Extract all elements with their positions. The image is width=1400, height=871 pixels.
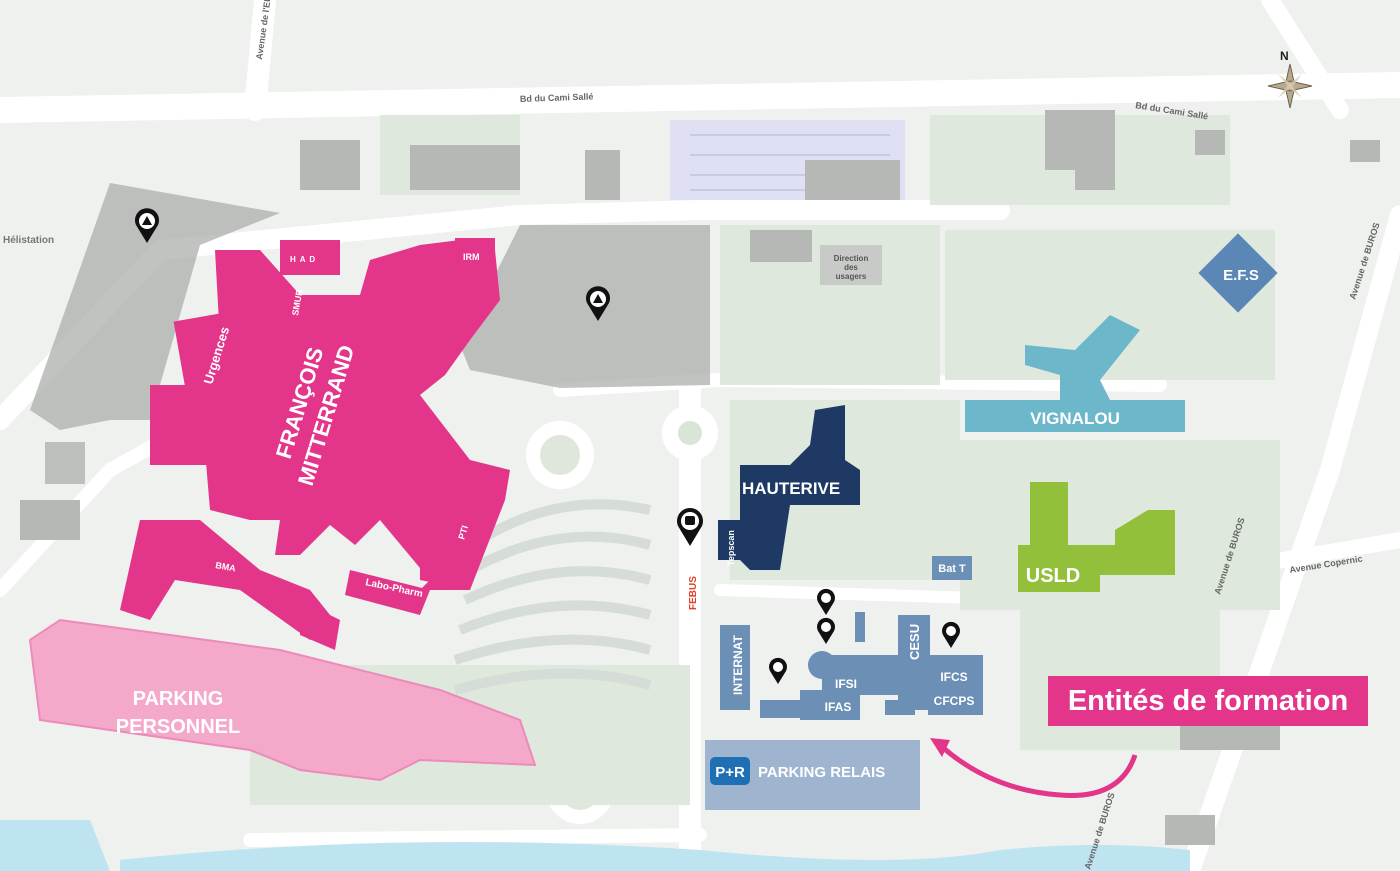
label-usld: USLD: [1026, 565, 1080, 587]
label-cfcps: CFCPS: [934, 694, 975, 708]
accessibility-pin-icon[interactable]: [942, 621, 960, 648]
label-tepscan: Tepscan: [726, 530, 736, 566]
accessibility-pin-icon[interactable]: [817, 588, 835, 615]
building-vignalou: [965, 315, 1185, 432]
label-cesu: CESU: [907, 624, 922, 660]
building-urgences: [173, 309, 257, 401]
label-ifas: IFAS: [825, 700, 852, 714]
label-febus: FEBUS: [688, 576, 699, 610]
accessibility-pins: [769, 588, 960, 684]
park-relais-badge: [710, 757, 750, 785]
svg-text:Direction: Direction: [834, 254, 869, 263]
bus-stop-icon[interactable]: [677, 508, 703, 546]
building-irm: [455, 238, 495, 273]
label-internat: INTERNAT: [731, 635, 745, 695]
label-ifsi: IFSI: [835, 677, 857, 691]
building-labo-pharm: [345, 570, 430, 615]
parking-pin-icon[interactable]: [135, 208, 159, 243]
parking-zone-north: [460, 225, 710, 388]
helistation-label: Hélistation: [3, 235, 54, 246]
label-pti: PTI: [456, 524, 470, 540]
parking-personnel-area: [28, 618, 537, 782]
training-entities-callout: Entités de formation: [1048, 676, 1368, 726]
building-pti: [420, 460, 505, 590]
building-hauterive: [718, 405, 860, 570]
label-hauterive: HAUTERIVE: [742, 479, 840, 498]
training-cluster: [720, 612, 983, 720]
label-parking-personnel: PARKING PERSONNEL: [116, 688, 240, 738]
label-irm: IRM: [463, 252, 480, 262]
building-bma: [120, 520, 330, 640]
accessibility-pin-icon[interactable]: [817, 617, 835, 644]
river: [120, 842, 1190, 871]
accessibility-pin-icon[interactable]: [769, 657, 787, 684]
svg-text:usagers: usagers: [836, 272, 867, 281]
label-park-relais-badge: P+R: [715, 764, 745, 781]
parking-pin-icon[interactable]: [586, 286, 610, 321]
label-had: H A D: [290, 255, 316, 264]
other-buildings: [20, 110, 1380, 845]
label-parking-relais: PARKING RELAIS: [758, 764, 885, 781]
label-smur: SMUR: [290, 288, 305, 316]
building-had: [280, 240, 340, 275]
label-vignalou: VIGNALOU: [1030, 409, 1120, 428]
gray-block: [45, 442, 85, 484]
street-bd-cami-salle-left: Bd du Cami Sallé: [520, 91, 594, 104]
label-bma: BMA: [215, 560, 237, 573]
compass-rose-icon: [1267, 63, 1313, 109]
parking-zone-west: [30, 183, 280, 430]
direction-usagers-label: Direction des usagers: [834, 254, 869, 281]
svg-text:PARKING: PARKING: [133, 688, 224, 710]
curved-arrow-icon: [938, 743, 1138, 798]
compass-north-label: N: [1280, 49, 1289, 63]
svg-text:PERSONNEL: PERSONNEL: [116, 716, 240, 738]
label-bat-t: Bat T: [938, 563, 966, 575]
building-bat-t: [932, 556, 972, 580]
label-efs: E.F.S: [1223, 267, 1259, 284]
label-ifcs: IFCS: [940, 670, 967, 684]
parking-rows: [453, 499, 652, 695]
svg-text:des: des: [844, 263, 858, 272]
building-internat: [720, 625, 750, 710]
building-efs: [1198, 233, 1278, 313]
building-usld: [1018, 482, 1175, 592]
building-cesu: [898, 615, 930, 710]
